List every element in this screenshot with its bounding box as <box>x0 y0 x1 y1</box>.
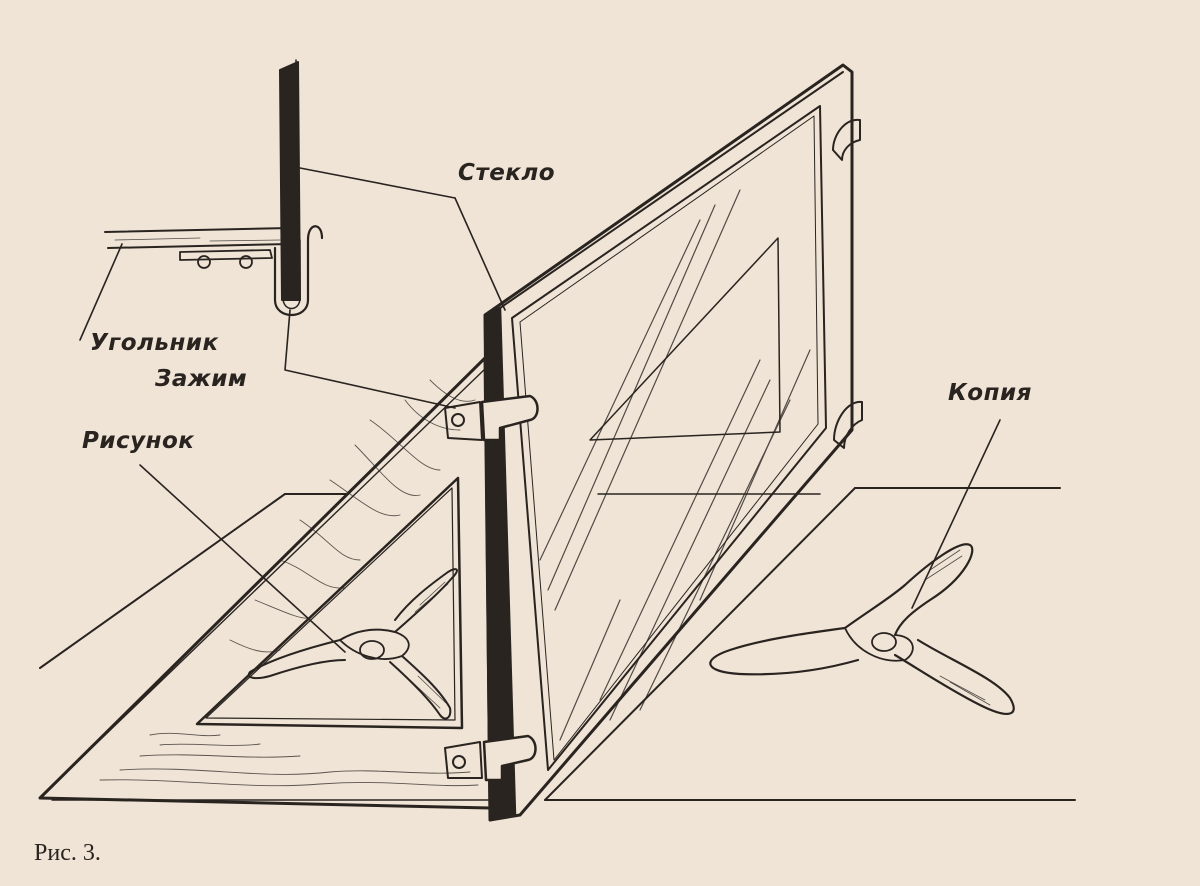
copy-propeller <box>709 543 1015 715</box>
glass-frame <box>483 63 863 822</box>
copy-sheet <box>544 487 1076 801</box>
section-inset <box>104 59 324 316</box>
upper-clamp <box>444 394 539 442</box>
angle-label: Угольник <box>90 330 219 356</box>
lower-clamp <box>444 734 537 782</box>
clamp-label: Зажим <box>155 366 248 392</box>
copy-label: Копия <box>948 380 1032 406</box>
glass-label: Стекло <box>458 160 556 186</box>
drawing-label: Рисунок <box>82 428 195 454</box>
figure-caption: Рис. 3. <box>34 840 101 866</box>
leader-lines <box>79 167 1001 653</box>
drawing-propeller <box>247 568 458 720</box>
wooden-angle <box>38 356 492 810</box>
